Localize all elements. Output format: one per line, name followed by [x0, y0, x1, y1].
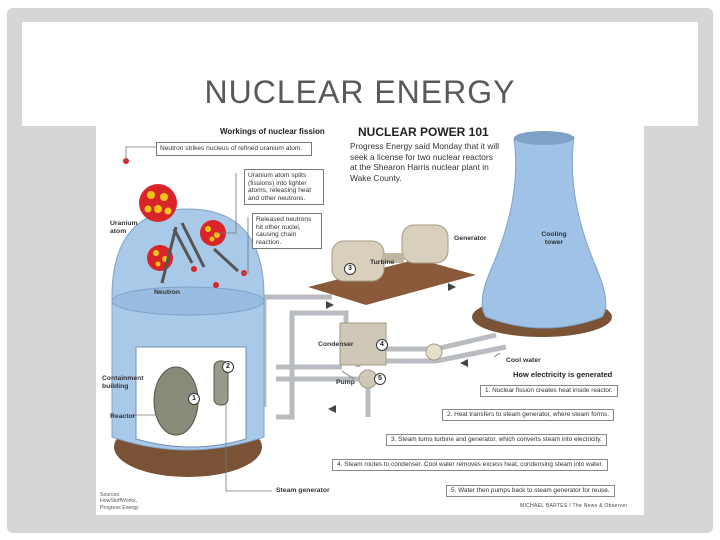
label-cool-water: Cool water [506, 357, 541, 364]
badge-3: 3 [344, 263, 356, 275]
label-pump: Pump [336, 379, 355, 386]
sources-note: Sources: HowStuffWorks, Progress Energy [100, 492, 139, 511]
cooling-tower-top [514, 131, 574, 145]
valve [425, 343, 443, 361]
label-turbine: Turbine [370, 259, 395, 266]
label-generator: Generator [454, 235, 487, 242]
badge-5: 5 [374, 373, 386, 385]
flow-arrows [326, 283, 468, 413]
badge-2: 2 [222, 361, 234, 373]
steps-title: How electricity is generated [513, 370, 613, 379]
fission-title: Workings of nuclear fission [220, 127, 325, 136]
badge-4: 4 [376, 339, 388, 351]
label-uranium-atom: Uranium atom [110, 220, 138, 235]
label-containment-building: Containment building [102, 375, 144, 390]
label-steam-generator: Steam generator [276, 487, 330, 494]
step-2: 2. Heat transfers to steam generator, wh… [442, 409, 614, 421]
containment-rim [111, 286, 265, 316]
uranium-atom [139, 184, 177, 222]
fission-note-2: Uranium atom splits (fissions) into ligh… [244, 169, 324, 206]
fission-note-1: Neutron strikes nucleus of refined urani… [156, 142, 312, 156]
infographic-intro: Progress Energy said Monday that it will… [350, 141, 499, 183]
label-cooling-tower: Cooling tower [541, 231, 567, 246]
label-condenser: Condenser [318, 341, 354, 348]
label-reactor: Reactor [110, 413, 136, 420]
slide-title: NUCLEAR ENERGY [204, 74, 516, 110]
turbine-platform [308, 259, 476, 305]
step-5: 5. Water then pumps back to steam genera… [446, 485, 615, 497]
leader-lines [125, 146, 501, 492]
step-4: 4. Steam routes to condenser. Cool water… [332, 459, 609, 471]
generator [401, 224, 449, 264]
cooling-tower [481, 133, 607, 329]
neutron-dot-2 [213, 282, 219, 288]
turbine-shaft [382, 253, 404, 263]
title-placeholder: NUCLEAR ENERGY [22, 22, 698, 126]
step-1: 1. Nuclear fission creates heat inside r… [480, 385, 618, 397]
label-neutron: Neutron [154, 289, 181, 296]
image-credit: MICHAEL BARTES / The News & Observer [520, 503, 628, 509]
neutron-dot-1 [191, 266, 197, 272]
step-3: 3. Steam turns turbine and generator, wh… [386, 434, 607, 446]
fission-note-3: Released neutrons hit other nuclei, caus… [252, 213, 322, 250]
nuclear-power-infographic: Workings of nuclear fission Neutron stri… [96, 117, 644, 515]
infographic-headline: NUCLEAR POWER 101 [358, 125, 489, 139]
badge-1: 1 [188, 393, 200, 405]
split-atom-1 [200, 220, 226, 246]
neutron-arrows [160, 222, 240, 284]
infographic-illustration [111, 131, 612, 492]
